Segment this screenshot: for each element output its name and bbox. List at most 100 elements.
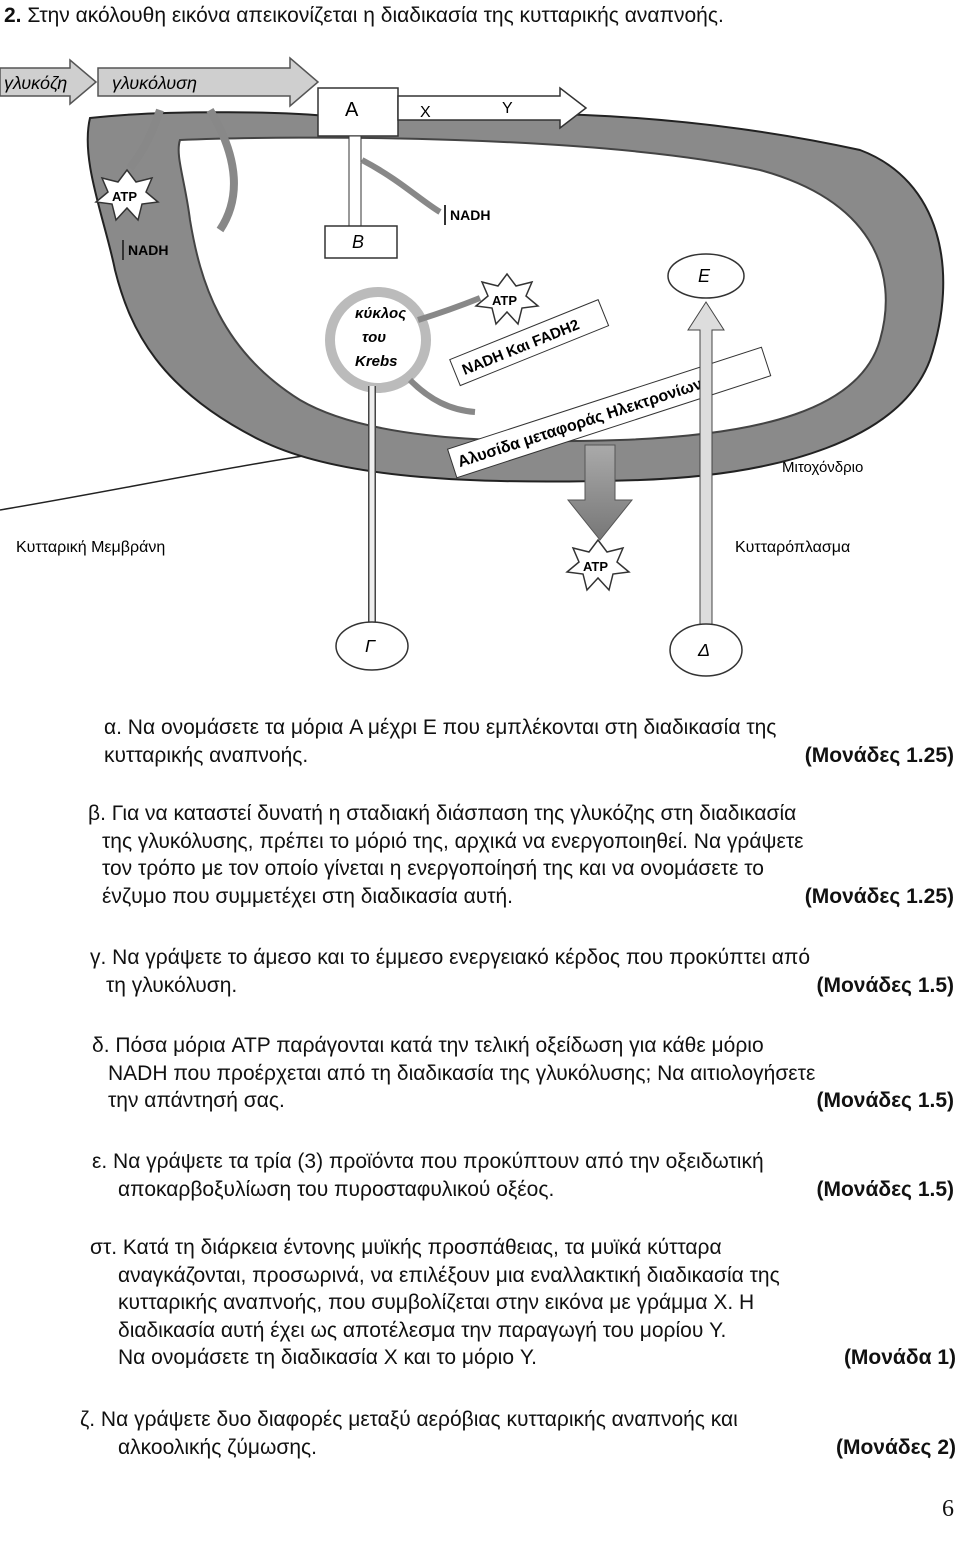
- question-heading: 2. Στην ακόλουθη εικόνα απεικονίζεται η …: [4, 4, 724, 28]
- nadh-fadh2-box: [449, 299, 610, 387]
- question-text: ζ. Να γράψετε δυο διαφορές μεταξύ αερόβι…: [80, 1408, 738, 1431]
- glycolysis-to-nadh-arrow: [206, 107, 238, 233]
- fermentation-arrow: [397, 86, 588, 130]
- question-text: διαδικασία αυτή έχει ως αποτέλεσμα την π…: [118, 1318, 727, 1342]
- atp-star-1: [94, 168, 160, 222]
- glycolysis-arrow: [97, 56, 320, 108]
- box-b: [324, 225, 398, 259]
- question-line: της γλυκόλυσης, πρέπει το μόριό της, αρχ…: [86, 828, 954, 856]
- question-heading-text: Στην ακόλουθη εικόνα απεικονίζεται η δια…: [27, 4, 724, 27]
- atp-label-2: ATP: [492, 293, 517, 308]
- cytoplasm-label: Κυτταρόπλασμα: [735, 539, 850, 556]
- question-text: της γλυκόλυσης, πρέπει το μόριό της, αρχ…: [102, 829, 804, 853]
- d-to-e-arrow: [687, 301, 725, 625]
- question-d: δ. Πόσα μόρια ATP παράγονται κατά την τε…: [92, 1032, 954, 1115]
- atp-down-arrow: [566, 444, 634, 541]
- question-text: Να ονομάσετε τη διαδικασία X και το μόρι…: [118, 1346, 537, 1369]
- question-number: 2.: [4, 4, 22, 27]
- question-text: στ. Κατά τη διάρκεια έντονης μυϊκής προσ…: [90, 1236, 722, 1259]
- question-e: ε. Να γράψετε τα τρία (3) προϊόντα που π…: [92, 1148, 954, 1203]
- question-text: κυτταρικής αναπνοής.: [104, 743, 309, 767]
- label-d: Δ: [697, 640, 710, 660]
- circle-d: [669, 623, 743, 677]
- question-text: γ. Να γράψετε το άμεσο και το έμμεσο ενε…: [90, 946, 811, 969]
- question-line: δ. Πόσα μόρια ATP παράγονται κατά την τε…: [92, 1032, 954, 1060]
- box-a: [317, 87, 399, 137]
- question-line: τον τρόπο με τον οποίο γίνεται η ενεργοπ…: [86, 855, 954, 883]
- question-text: ε. Να γράψετε τα τρία (3) προϊόντα που π…: [92, 1150, 764, 1173]
- question-z: ζ. Να γράψετε δυο διαφορές μεταξύ αερόβι…: [80, 1406, 956, 1461]
- question-text: δ. Πόσα μόρια ATP παράγονται κατά την τε…: [92, 1034, 764, 1057]
- question-text: κυτταρικής αναπνοής, που συμβολίζεται στ…: [118, 1291, 755, 1314]
- atp-label-1: ATP: [112, 189, 137, 204]
- question-text: αναγκάζονται, προσωρινά, να επιλέξουν μι…: [118, 1263, 780, 1287]
- question-text: NADH που προέρχεται από τη διαδικασία τη…: [108, 1061, 816, 1085]
- question-line: ε. Να γράψετε τα τρία (3) προϊόντα που π…: [92, 1148, 954, 1176]
- glycolysis-label: γλυκόλυση: [112, 73, 197, 93]
- label-y: Y: [502, 100, 513, 117]
- question-line: την απάντησή σας. (Μονάδες 1.5): [92, 1087, 954, 1115]
- label-b: B: [352, 232, 364, 252]
- etc-box: [446, 346, 772, 479]
- label-a: A: [345, 99, 359, 121]
- question-line: α. Να ονομάσετε τα μόρια A μέχρι E που ε…: [86, 714, 954, 742]
- atp-star-3: [565, 538, 631, 592]
- krebs-cycle-ring: [325, 287, 431, 393]
- question-line: κυτταρικής αναπνοής, που συμβολίζεται στ…: [90, 1289, 956, 1317]
- label-x: X: [420, 104, 431, 121]
- question-line: ένζυμο που συμμετέχει στη διαδικασία αυτ…: [86, 883, 954, 911]
- question-line: τη γλυκόλυση. (Μονάδες 1.5): [90, 972, 954, 1000]
- page-number: 6: [942, 1496, 954, 1522]
- question-points: (Μονάδες 1.25): [804, 743, 954, 767]
- question-text: β. Για να καταστεί δυνατή η σταδιακή διά…: [88, 802, 797, 825]
- question-points: (Μονάδες 1.5): [816, 1089, 954, 1112]
- circle-g: [335, 621, 409, 671]
- question-text: τον τρόπο με τον οποίο γίνεται η ενεργοπ…: [102, 857, 764, 880]
- krebs-label-3: Krebs: [355, 353, 398, 370]
- question-line: αποκαρβοξυλίωση του πυροσταφυλικού οξέος…: [92, 1176, 954, 1204]
- mitochondrion-label: Μιτοχόνδριο: [782, 459, 863, 476]
- question-text: αλκοολικής ζύμωσης.: [118, 1435, 317, 1459]
- glucose-label: γλυκόζη: [4, 73, 67, 93]
- question-text: τη γλυκόλυση.: [106, 973, 238, 997]
- a-to-b-connector: [348, 135, 362, 227]
- question-line: αλκοολικής ζύμωσης. (Μονάδες 2): [80, 1434, 956, 1462]
- cell-membrane-label: Κυτταρική Μεμβράνη: [16, 539, 165, 556]
- cellular-respiration-diagram: γλυκόζη γλυκόλυση A X Y B NADH NADH ATP …: [0, 56, 945, 677]
- question-b: β. Για να καταστεί δυνατή η σταδιακή διά…: [86, 800, 954, 910]
- krebs-label-1: κύκλος: [355, 305, 406, 322]
- question-line: γ. Να γράψετε το άμεσο και το έμμεσο ενε…: [90, 944, 954, 972]
- question-text: α. Να ονομάσετε τα μόρια A μέχρι E που ε…: [104, 716, 777, 739]
- question-points: (Μονάδες 1.25): [804, 884, 954, 908]
- label-g: Γ: [365, 636, 376, 656]
- question-points: (Μονάδες 2): [835, 1435, 956, 1459]
- glucose-arrow: [0, 58, 98, 106]
- question-line: διαδικασία αυτή έχει ως αποτέλεσμα την π…: [90, 1317, 956, 1345]
- question-points: (Μονάδες 1.5): [816, 973, 954, 997]
- atp-star-2: [474, 272, 540, 326]
- question-line: ζ. Να γράψετε δυο διαφορές μεταξύ αερόβι…: [80, 1406, 956, 1434]
- question-line: στ. Κατά τη διάρκεια έντονης μυϊκής προσ…: [90, 1234, 956, 1262]
- circle-e: [667, 253, 745, 299]
- atp-label-3: ATP: [583, 559, 608, 574]
- nadh-label-1: NADH: [450, 207, 490, 223]
- question-line: αναγκάζονται, προσωρινά, να επιλέξουν μι…: [90, 1262, 956, 1290]
- glycolysis-to-atp-arrow: [126, 108, 164, 171]
- question-line: NADH που προέρχεται από τη διαδικασία τη…: [92, 1060, 954, 1088]
- question-text: την απάντησή σας.: [108, 1089, 285, 1112]
- question-line: κυτταρικής αναπνοής. (Μονάδες 1.25): [86, 742, 954, 770]
- nadh-label-2: NADH: [128, 242, 168, 258]
- question-text: αποκαρβοξυλίωση του πυροσταφυλικού οξέος…: [118, 1177, 555, 1201]
- question-text: ένζυμο που συμμετέχει στη διαδικασία αυτ…: [102, 884, 513, 908]
- question-points: (Μονάδες 1.5): [816, 1177, 954, 1201]
- krebs-to-atp-arrow: [417, 295, 482, 323]
- question-st: στ. Κατά τη διάρκεια έντονης μυϊκής προσ…: [90, 1234, 956, 1372]
- krebs-label-2: του: [362, 329, 386, 346]
- question-points: (Μονάδα 1): [843, 1346, 956, 1369]
- question-line: Να ονομάσετε τη διαδικασία X και το μόρι…: [90, 1344, 956, 1372]
- label-e: E: [698, 266, 711, 286]
- question-a: α. Να ονομάσετε τα μόρια A μέχρι E που ε…: [86, 714, 954, 769]
- krebs-to-etc-arrow: [407, 377, 476, 415]
- question-line: β. Για να καταστεί δυνατή η σταδιακή διά…: [86, 800, 954, 828]
- a-to-nadh-arrow: [360, 157, 442, 215]
